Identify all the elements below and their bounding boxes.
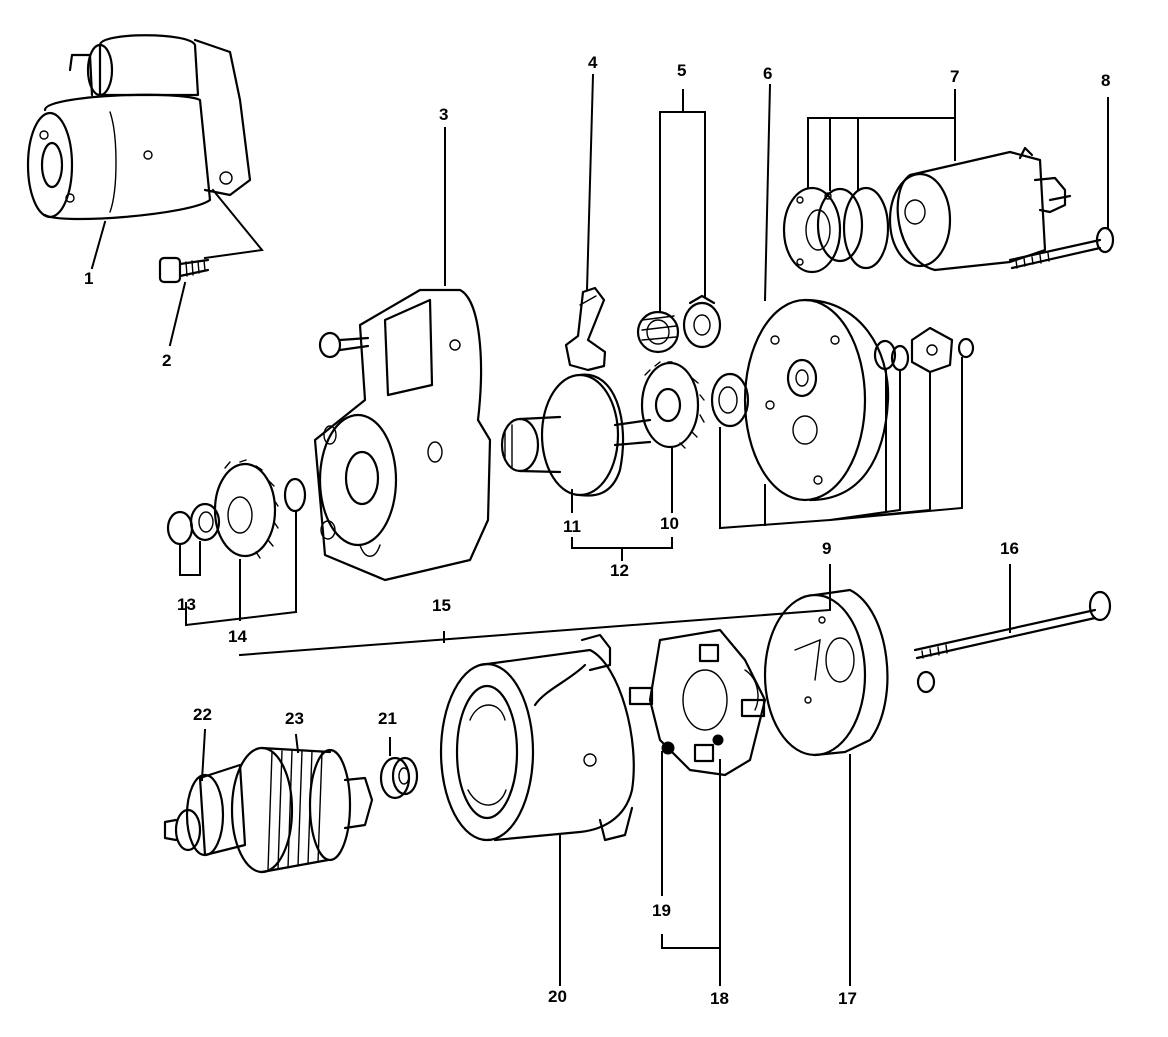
callout-20: 20 [548,987,567,1006]
leader-14 [239,511,297,621]
callout-2: 2 [162,351,172,370]
callout-13: 13 [177,595,196,614]
leader-22 [200,728,207,782]
callout-15: 15 [432,596,451,615]
callout-6: 6 [763,64,773,83]
leader-1 [90,220,107,270]
leader-2 [168,188,264,347]
callout-18: 18 [710,989,729,1008]
callout-17: 17 [838,989,857,1008]
part-bolt-2 [158,256,210,284]
leader-4 [585,73,595,292]
part-through-bolt-16 [913,590,1112,694]
part-reduction-gear [640,361,705,449]
callout-8: 8 [1101,71,1111,90]
callout-10: 10 [660,514,679,533]
callout-11: 11 [563,517,581,536]
callout-9: 9 [822,539,832,558]
callout-12: 12 [610,561,629,580]
part-long-bolt-8 [1008,226,1115,270]
callout-21: 21 [378,709,397,728]
part-bearing [379,756,419,800]
leader-13 [179,541,201,576]
part-brush-holder [628,628,767,777]
callout-7: 7 [950,67,960,86]
part-washer [710,372,750,428]
part-clips-13 [166,502,221,546]
part-pinion-shaft [500,373,652,497]
part-small-screw [318,331,370,359]
part-pinion-gear [213,459,307,559]
callout-23: 23 [285,709,304,728]
part-fittings-9 [873,326,975,374]
leader-15 [185,564,831,657]
leader-23 [294,733,300,754]
leader-5 [659,89,706,313]
leader-6 [763,83,772,302]
callout-1: 1 [84,269,94,288]
callout-16: 16 [1000,539,1019,558]
part-center-plate [743,298,890,502]
part-yoke [439,633,635,842]
callout-4: 4 [588,53,598,72]
part-armature [163,746,374,874]
callout-5: 5 [677,61,687,80]
part-starter-assembly [26,34,252,221]
leader-18 [661,759,721,986]
leader-9 [719,357,963,530]
leader-12 [571,537,673,561]
part-shift-lever [564,286,607,372]
callout-14: 14 [228,627,247,646]
part-end-cap [763,588,889,757]
leader-7 [807,89,956,191]
part-drive-housing [313,288,492,582]
part-solenoid [782,146,1072,274]
callout-3: 3 [439,105,449,124]
callout-19: 19 [652,901,671,920]
part-spring-set [636,294,722,354]
callout-22: 22 [193,705,212,724]
